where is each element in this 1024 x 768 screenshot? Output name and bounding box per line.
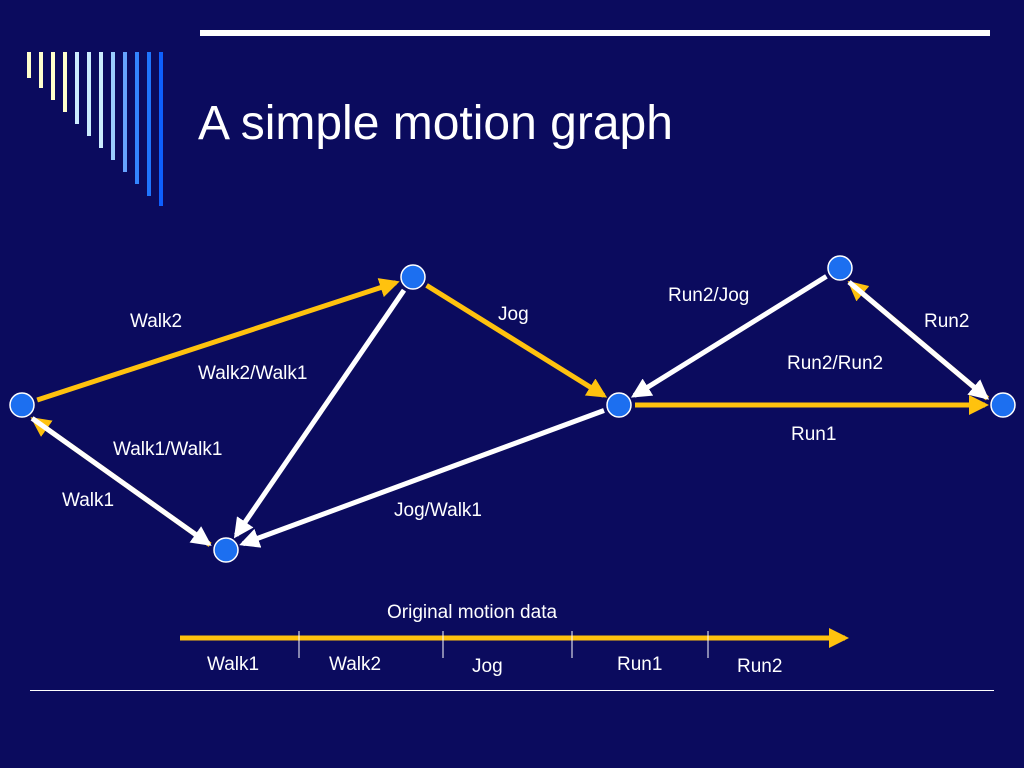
edge-walk2-walk1	[233, 288, 407, 539]
decor-stripe	[63, 52, 67, 112]
decor-stripe	[159, 52, 163, 206]
graph-edges	[30, 274, 990, 548]
decor-stripe	[39, 52, 43, 88]
edge-label-jog-walk1: Jog/Walk1	[394, 500, 482, 521]
timeline-segment-label: Run2	[737, 656, 782, 677]
edge-labels: Walk2 Walk1 Walk1/Walk1 Walk2/Walk1 Jog …	[62, 285, 969, 521]
graph-node-n4	[606, 392, 632, 418]
decor-stripe	[87, 52, 91, 136]
graph-node-n3	[213, 537, 239, 563]
edge-label-walk1: Walk1	[62, 490, 114, 511]
edge-label-walk1-walk1: Walk1/Walk1	[113, 439, 222, 460]
decor-stripe	[135, 52, 139, 184]
timeline-segment-label: Jog	[472, 656, 503, 677]
decor-stripe	[147, 52, 151, 196]
graph-nodes	[9, 255, 1016, 563]
decor-stripe	[51, 52, 55, 100]
graph-node-n2	[400, 264, 426, 290]
edge-label-run1: Run1	[791, 424, 836, 445]
edge-jog	[425, 283, 608, 398]
edge-walk1-walk1	[30, 416, 212, 546]
decor-stripe	[27, 52, 31, 78]
decor-stripe	[123, 52, 127, 172]
timeline-segment-label: Walk2	[329, 654, 381, 675]
footer-rule	[30, 690, 994, 691]
title-top-rule	[200, 30, 990, 36]
timeline-segment-label: Walk1	[207, 654, 259, 675]
edge-label-run2-run2: Run2/Run2	[787, 353, 883, 374]
graph-node-n1	[9, 392, 35, 418]
timeline-caption: Original motion data	[387, 602, 557, 623]
graph-node-n6	[990, 392, 1016, 418]
timeline-segment-label: Run1	[617, 654, 662, 675]
edge-label-walk2: Walk2	[130, 311, 182, 332]
decor-stripe	[99, 52, 103, 148]
original-motion-timeline: Original motion data Walk1 Walk2 Jog Run…	[180, 602, 849, 677]
graph-node-n5	[827, 255, 853, 281]
edge-run2-run2	[847, 280, 990, 400]
edge-label-jog: Jog	[498, 304, 529, 325]
edge-label-walk2-walk1: Walk2/Walk1	[198, 363, 307, 384]
decor-stripe	[75, 52, 79, 124]
edge-label-run2: Run2	[924, 311, 969, 332]
edge-jog-walk1	[239, 408, 605, 548]
edge-label-run2-jog: Run2/Jog	[668, 285, 749, 306]
edge-run2-jog	[630, 274, 828, 398]
decorative-stripes	[27, 52, 163, 206]
edge-walk2	[36, 278, 400, 403]
decor-stripe	[111, 52, 115, 160]
slide-title: A simple motion graph	[198, 97, 673, 150]
